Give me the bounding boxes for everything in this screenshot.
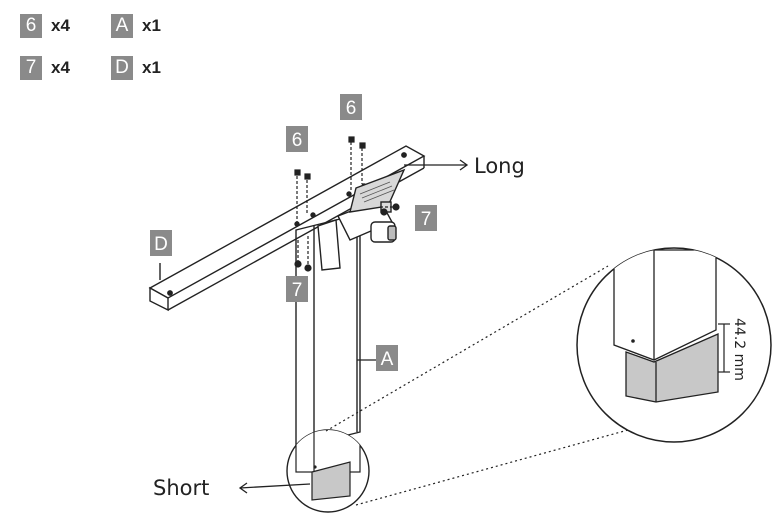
leg-column: [295, 213, 361, 449]
legend-item-7: 7 x4: [20, 54, 70, 82]
part-quantity: x4: [51, 58, 70, 77]
tag-d: D: [154, 234, 168, 255]
part-quantity: x4: [51, 16, 70, 35]
screw-set-bottom: [294, 203, 400, 272]
legend-item-d: D x1: [111, 54, 161, 82]
zoom-detail-circle: 44.2 mm: [576, 247, 772, 443]
part-badge: A: [111, 14, 133, 38]
dimension-label: 44.2 mm: [731, 318, 747, 381]
part-badge: D: [111, 56, 133, 80]
part-quantity: x1: [142, 58, 161, 77]
leg-bottom-detail: [286, 429, 370, 513]
dimension-bracket: [718, 323, 730, 373]
part-quantity: x1: [142, 16, 161, 35]
tag-7-left: 7: [292, 280, 303, 301]
parts-legend: 6 x4 A x1 7 x4 D x1: [0, 0, 240, 90]
long-direction-arrow: [404, 159, 469, 171]
part-badge: 6: [20, 14, 42, 38]
legend-item-a: A x1: [111, 12, 161, 40]
zoom-projection-lines: [325, 265, 629, 506]
part-tags: 6 6 7 7 D A: [150, 94, 437, 371]
long-label: Long: [474, 154, 525, 178]
short-direction-arrow: [238, 482, 311, 494]
motor-housing: [317, 168, 406, 271]
tag-6-left: 6: [292, 130, 303, 151]
tag-a: A: [381, 349, 394, 370]
part-badge: 7: [20, 56, 42, 80]
legend-item-6: 6 x4: [20, 12, 70, 40]
short-label: Short: [153, 476, 209, 500]
screw-set-top: [294, 136, 366, 222]
tag-7-right: 7: [421, 209, 432, 230]
tag-6-right: 6: [346, 98, 357, 119]
